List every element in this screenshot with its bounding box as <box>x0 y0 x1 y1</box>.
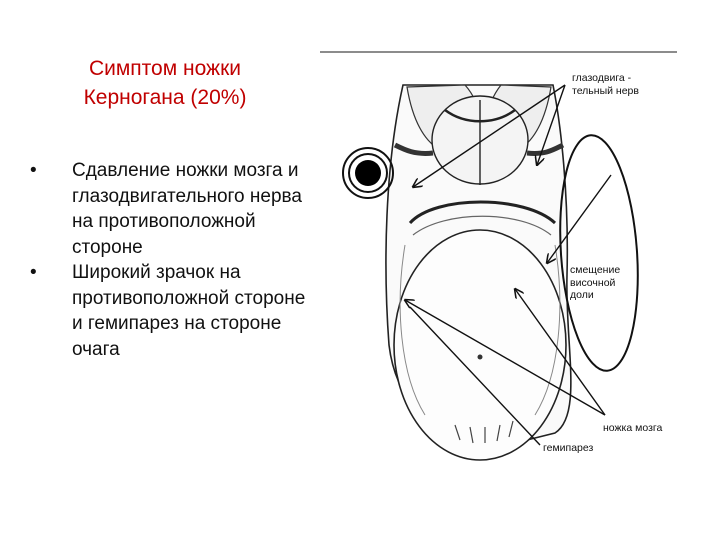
bullet-dot: • <box>30 160 37 181</box>
label-oculomotor-line-2: тельный нерв <box>572 84 639 97</box>
center-dot <box>477 354 483 360</box>
bullet-list: • Сдавление ножки мозга и глазодвигатель… <box>30 158 310 362</box>
temporal-shift-ellipse <box>559 134 639 372</box>
bullet-text: Широкий зрачок на противоположной сторон… <box>72 262 306 360</box>
brain-diagram: глазодвига - тельный нерв смещение височ… <box>315 45 710 475</box>
bullet-dot: • <box>30 262 37 283</box>
title-line-1: Симптом ножки <box>88 57 242 80</box>
brain-illustration <box>320 51 677 461</box>
arrow-to-hemiparesis <box>409 306 541 446</box>
label-shift-line-3: доли <box>570 289 594 301</box>
label-temporal-shift: смещение височной доли <box>570 264 620 302</box>
label-oculomotor-nerve: глазодвига - тельный нерв <box>572 72 639 97</box>
bullet-item: • Сдавление ножки мозга и глазодвигатель… <box>30 158 310 260</box>
lower-folds <box>454 420 514 444</box>
label-peduncle: ножка мозга <box>603 422 663 434</box>
arrow-to-peduncle-2 <box>515 289 606 416</box>
tentorium <box>408 200 557 225</box>
cerebellum <box>393 229 567 461</box>
oculomotor-nerve-left <box>393 142 434 156</box>
arrow-to-nerve <box>537 84 566 165</box>
label-shift-line-1: смещение <box>570 264 621 276</box>
bullet-text: Сдавление ножки мозга и глазодвигательно… <box>72 160 302 258</box>
label-shift-line-2: височной <box>570 276 616 289</box>
slide-title: Симптом ножки Керногана (20%) <box>40 54 290 112</box>
dilated-pupil-icon <box>342 147 394 199</box>
oculomotor-nerve-right <box>526 142 565 156</box>
bullet-item: • Широкий зрачок на противоположной стор… <box>30 260 310 362</box>
arrow-to-shift <box>547 174 612 263</box>
arrow-to-peduncle-1 <box>405 300 606 416</box>
label-oculomotor-line-1: глазодвига - <box>572 72 632 84</box>
arrow-to-pupil <box>413 84 566 187</box>
title-line-2: Керногана (20%) <box>83 86 247 109</box>
label-hemiparesis: гемипарез <box>543 442 594 454</box>
